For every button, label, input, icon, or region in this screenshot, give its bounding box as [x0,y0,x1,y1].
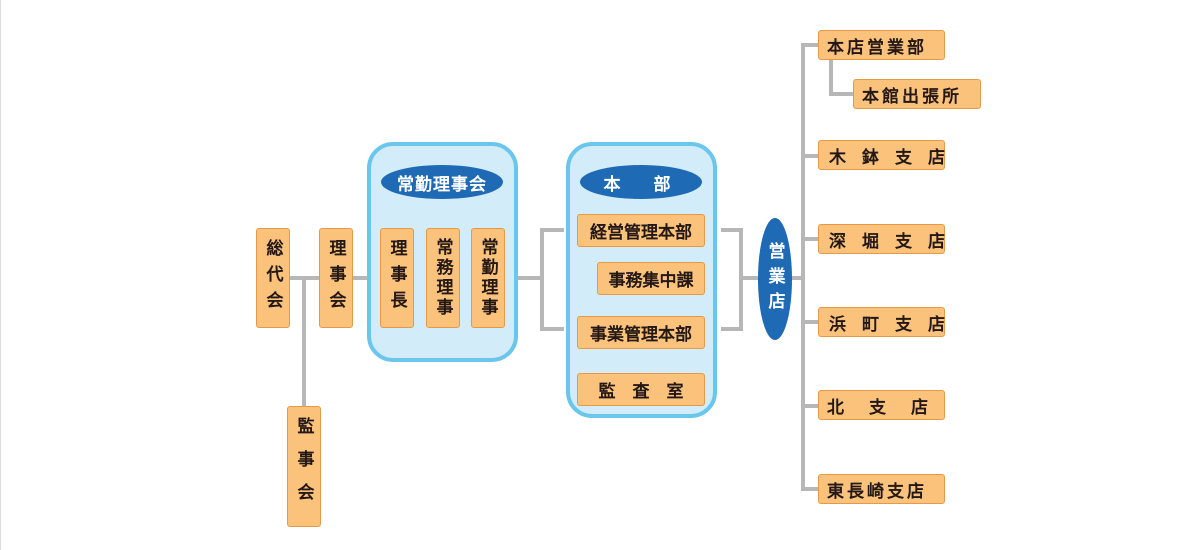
page-left-border [0,0,1,550]
sales-stores-label: 営業店 [758,218,792,340]
connector [801,487,819,491]
connector [801,404,819,408]
president-box: 理事長 [380,228,414,328]
kibachi-branch-box: 木鉢支店 [818,140,945,170]
connector [801,154,819,158]
higashi-nagasaki-branch-box: 東長崎支店 [818,474,945,504]
connector [540,327,564,331]
connector [829,92,853,96]
headquarters-label: 本 部 [580,165,702,199]
connector [302,278,306,408]
connector [829,60,833,96]
connector [505,276,543,280]
audit-office-box: 監 査 室 [577,373,705,406]
connector [721,327,743,331]
auditors-box: 監事会 [287,406,321,527]
general-assembly-box: 総代会 [256,228,290,328]
connector [801,43,805,491]
connector [801,43,819,47]
main-office-box: 本店営業部 [818,30,945,60]
board-box: 理事会 [319,228,353,328]
fulltime-board-label: 常勤理事会 [381,165,503,199]
hamamachi-branch-box: 浜町支店 [818,307,945,337]
fukahori-branch-box: 深堀支店 [818,224,945,254]
connector [540,228,564,232]
connector [740,276,760,280]
management-hq-box: 経営管理本部 [577,214,705,247]
kita-branch-box: 北 支 店 [818,390,945,420]
admin-center-box: 事務集中課 [597,262,705,295]
connector [789,276,805,280]
connector [801,320,819,324]
connector [721,228,743,232]
business-hq-box: 事業管理本部 [577,316,705,349]
fulltime-director-box: 常勤理事 [471,228,505,328]
annex-office-box: 本館出張所 [853,79,981,109]
connector [540,228,544,331]
managing-director-box: 常務理事 [426,228,460,328]
connector [801,237,819,241]
